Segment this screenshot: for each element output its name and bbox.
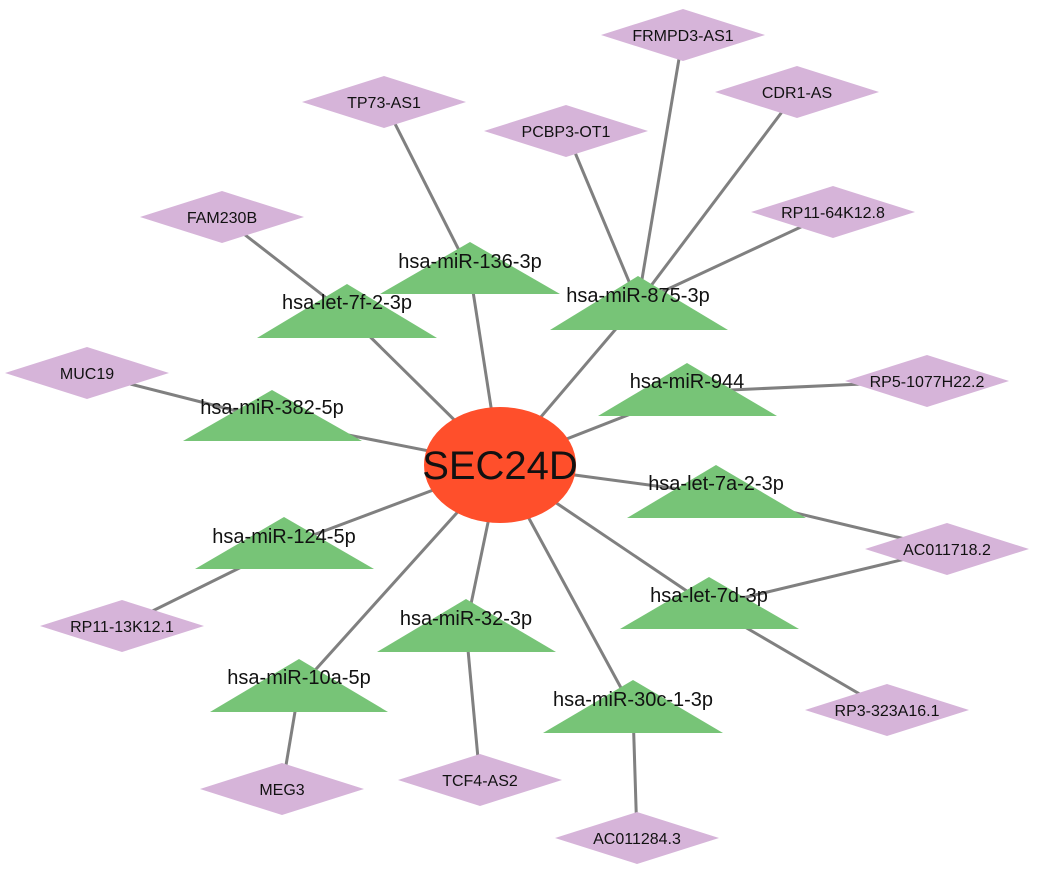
lncrna-node-cdr1[interactable]: CDR1-AS bbox=[715, 66, 879, 118]
edge-m875-frmpd3 bbox=[636, 34, 685, 304]
lncrna-diamond bbox=[40, 600, 204, 652]
mirna-node-m382[interactable]: hsa-miR-382-5p bbox=[183, 390, 362, 441]
mirna-triangle bbox=[380, 242, 560, 294]
mirna-triangle bbox=[210, 659, 388, 712]
lncrna-label: RP3-323A16.1 bbox=[835, 703, 940, 720]
hub-ellipse bbox=[424, 407, 576, 523]
lncrna-node-fam230b[interactable]: FAM230B bbox=[140, 191, 304, 243]
hub-node-layer: SEC24D bbox=[422, 407, 578, 523]
lncrna-node-ac011718[interactable]: AC011718.2 bbox=[865, 523, 1029, 575]
lncrna-diamond bbox=[398, 754, 562, 806]
lncrna-label: FRMPD3-AS1 bbox=[632, 28, 733, 45]
mirna-triangle bbox=[257, 284, 437, 338]
mirna-triangle bbox=[620, 577, 799, 629]
lncrna-diamond bbox=[865, 523, 1029, 575]
lncrna-label: TCF4-AS2 bbox=[442, 773, 518, 790]
lncrna-node-frmpd3[interactable]: FRMPD3-AS1 bbox=[601, 9, 765, 61]
mirna-node-m10a[interactable]: hsa-miR-10a-5p bbox=[210, 659, 388, 712]
mirna-node-m32[interactable]: hsa-miR-32-3p bbox=[377, 599, 556, 652]
lncrna-diamond bbox=[5, 347, 169, 399]
lncrna-diamond bbox=[805, 684, 969, 736]
lncrna-diamond bbox=[751, 186, 915, 238]
edge-m875-cdr1 bbox=[636, 91, 799, 304]
mirna-label: hsa-miR-136-3p bbox=[398, 251, 541, 273]
lncrna-diamond bbox=[140, 191, 304, 243]
mirna-node-let7a[interactable]: hsa-let-7a-2-3p bbox=[627, 465, 806, 518]
mirna-node-m136[interactable]: hsa-miR-136-3p bbox=[380, 242, 560, 294]
lncrna-node-pcbp3[interactable]: PCBP3-OT1 bbox=[484, 105, 648, 157]
mirna-triangle bbox=[550, 276, 728, 330]
lncrna-label: RP11-13K12.1 bbox=[70, 619, 174, 636]
mirna-node-m30c[interactable]: hsa-miR-30c-1-3p bbox=[543, 680, 723, 733]
lncrna-label: FAM230B bbox=[187, 210, 257, 227]
lncrna-diamond bbox=[555, 812, 719, 864]
lncrna-node-muc19[interactable]: MUC19 bbox=[5, 347, 169, 399]
mirna-label: hsa-miR-382-5p bbox=[200, 397, 343, 419]
lncrna-diamond bbox=[715, 66, 879, 118]
mirna-triangle bbox=[377, 599, 556, 652]
mirna-node-let7d[interactable]: hsa-let-7d-3p bbox=[620, 577, 799, 629]
lncrna-node-rp3[interactable]: RP3-323A16.1 bbox=[805, 684, 969, 736]
lncrna-label: TP73-AS1 bbox=[347, 95, 421, 112]
lncrna-node-rp11_13[interactable]: RP11-13K12.1 bbox=[40, 600, 204, 652]
mirna-triangle bbox=[183, 390, 362, 441]
lncrna-label: CDR1-AS bbox=[762, 85, 832, 102]
lncrna-node-tp73[interactable]: TP73-AS1 bbox=[302, 76, 466, 128]
lncrna-label: RP5-1077H22.2 bbox=[870, 374, 985, 391]
lncrna-label: MUC19 bbox=[60, 366, 114, 383]
lncrna-node-rp11_64[interactable]: RP11-64K12.8 bbox=[751, 186, 915, 238]
lncrna-diamond bbox=[601, 9, 765, 61]
lncrna-diamond bbox=[845, 355, 1009, 407]
mirna-label: hsa-miR-32-3p bbox=[400, 608, 532, 630]
mirna-triangle bbox=[627, 465, 806, 518]
lncrna-label: RP11-64K12.8 bbox=[781, 205, 885, 222]
mirna-node-let7f[interactable]: hsa-let-7f-2-3p bbox=[257, 284, 437, 338]
lncrna-node-rp5[interactable]: RP5-1077H22.2 bbox=[845, 355, 1009, 407]
mirna-label: hsa-miR-30c-1-3p bbox=[553, 689, 713, 711]
mirna-label: hsa-miR-875-3p bbox=[566, 285, 709, 307]
lncrna-label: MEG3 bbox=[259, 782, 304, 799]
edge-m136-tp73 bbox=[382, 101, 472, 273]
mirna-node-m875[interactable]: hsa-miR-875-3p bbox=[550, 276, 728, 330]
lncrna-node-ac011284[interactable]: AC011284.3 bbox=[555, 812, 719, 864]
lncrna-diamond bbox=[484, 105, 648, 157]
lncrna-label: AC011718.2 bbox=[903, 542, 991, 559]
mirna-node-m124[interactable]: hsa-miR-124-5p bbox=[195, 517, 374, 569]
lncrna-node-meg3[interactable]: MEG3 bbox=[200, 763, 364, 815]
mirna-triangle bbox=[195, 517, 374, 569]
mirna-label: hsa-let-7f-2-3p bbox=[282, 292, 412, 314]
mirna-triangle bbox=[598, 363, 777, 416]
mirna-label: hsa-let-7d-3p bbox=[650, 585, 768, 607]
hub-node-sec24d[interactable]: SEC24D bbox=[422, 407, 578, 523]
mirna-label: hsa-let-7a-2-3p bbox=[648, 473, 784, 495]
mirna-label: hsa-miR-944 bbox=[630, 371, 744, 393]
lncrna-node-tcf4[interactable]: TCF4-AS2 bbox=[398, 754, 562, 806]
hub-label: SEC24D bbox=[422, 444, 578, 488]
mirna-label: hsa-miR-10a-5p bbox=[227, 667, 370, 689]
lncrna-label: AC011284.3 bbox=[593, 831, 681, 848]
mirna-label: hsa-miR-124-5p bbox=[212, 526, 355, 548]
mirna-node-m944[interactable]: hsa-miR-944 bbox=[598, 363, 777, 416]
lncrna-diamond bbox=[302, 76, 466, 128]
mirna-triangle bbox=[543, 680, 723, 733]
lncrna-label: PCBP3-OT1 bbox=[522, 124, 611, 141]
edge-m875-pcbp3 bbox=[564, 130, 640, 304]
lncrna-diamond bbox=[200, 763, 364, 815]
mirna-nodes-layer: hsa-miR-136-3p hsa-miR-875-3p hsa-let-7f-2… bbox=[183, 242, 806, 733]
edge-m32-tcf4 bbox=[464, 627, 482, 781]
